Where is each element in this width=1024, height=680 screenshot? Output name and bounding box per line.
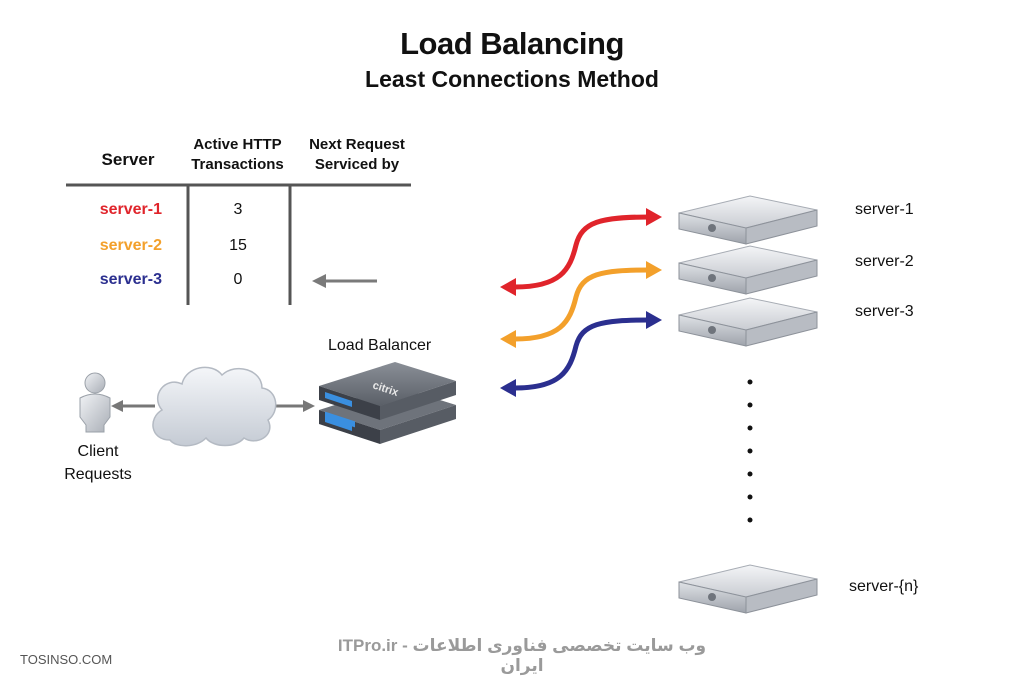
internet-cloud-icon bbox=[152, 366, 277, 447]
server-2-label: server-2 bbox=[855, 253, 914, 270]
client-person-icon bbox=[79, 372, 111, 433]
server-3-device-icon bbox=[678, 297, 818, 347]
connection-arrows bbox=[500, 208, 662, 397]
table-header-next: Next Request Serviced by bbox=[298, 135, 416, 175]
server-1-label: server-1 bbox=[855, 201, 914, 218]
table-header-active: Active HTTP Transactions bbox=[180, 135, 295, 175]
table-row-server-1-name: server-1 bbox=[99, 201, 162, 218]
load-balancer-device-icon: citrix bbox=[319, 362, 456, 444]
server-2-device-icon bbox=[678, 245, 818, 295]
table-header-active-line1: Active HTTP bbox=[193, 136, 282, 153]
page-subtitle: Least Connections Method bbox=[365, 66, 659, 92]
page-title: Load Balancing bbox=[400, 26, 624, 61]
server-3-label: server-3 bbox=[855, 303, 914, 320]
table-row-server-2-name: server-2 bbox=[99, 237, 162, 254]
client-cloud-arrows bbox=[111, 400, 315, 412]
client-label-line1: Client bbox=[77, 443, 119, 460]
table-header-next-line2: Serviced by bbox=[314, 156, 400, 173]
watermark-tosinso: TOSINSO.COM bbox=[20, 652, 113, 667]
table-row-server-3-name: server-3 bbox=[99, 271, 162, 288]
table-row-server-3-count: 0 bbox=[233, 271, 243, 288]
server-n-label: server-{n} bbox=[849, 578, 919, 595]
table-row-server-1-count: 3 bbox=[233, 201, 243, 218]
table-header-active-line2: Transactions bbox=[191, 156, 284, 173]
client-requests-label: Client Requests bbox=[62, 440, 134, 486]
server-1-device-icon bbox=[678, 195, 818, 245]
watermark-itpro: ITPro.ir - وب سایت تخصصی فناوری اطلاعات … bbox=[337, 636, 707, 675]
load-balancer-label: Load Balancer bbox=[328, 337, 432, 354]
server-n-device-icon bbox=[678, 564, 818, 614]
client-label-line2: Requests bbox=[64, 466, 132, 483]
table-header-server: Server bbox=[101, 150, 155, 169]
citrix-logo: citrix bbox=[371, 379, 401, 399]
server-ellipsis-dots bbox=[747, 379, 753, 523]
table-row-server-2-count: 15 bbox=[229, 237, 247, 254]
table-header-next-line1: Next Request bbox=[309, 136, 405, 153]
next-request-arrow bbox=[312, 274, 377, 288]
